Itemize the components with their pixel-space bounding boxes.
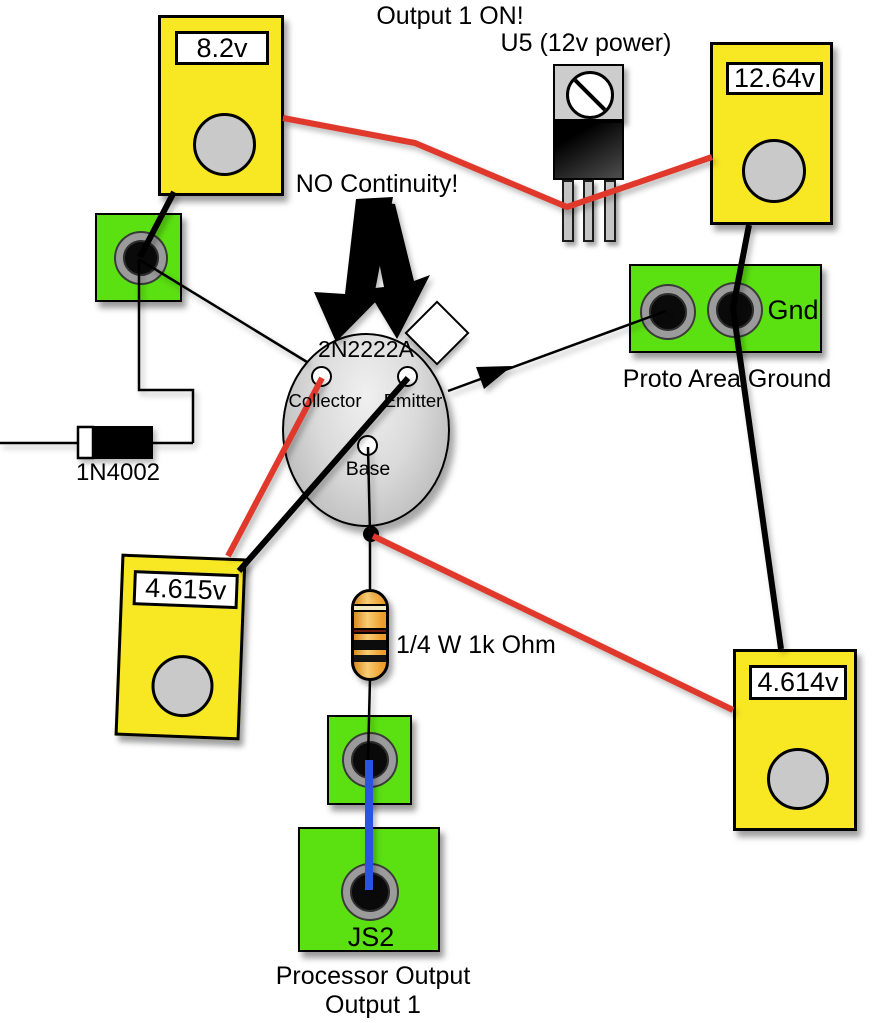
emitter-pin <box>397 366 418 387</box>
meter-reading: 12.64v <box>733 63 816 93</box>
jack-socket <box>116 233 166 283</box>
jack-socket-ground-right <box>709 284 761 336</box>
u5-mounting-hole-icon <box>566 71 614 119</box>
wire-red-base-junction <box>371 533 735 713</box>
jack-socket-ground-left <box>642 286 694 338</box>
diode-cathode-band <box>76 425 95 460</box>
resistor-value-label: 1/4 W 1k Ohm <box>396 631 556 659</box>
u5-leg <box>583 180 594 242</box>
multimeter-top-right: 12.64v <box>710 42 833 225</box>
meter-dial <box>150 653 215 719</box>
meter-display: 8.2v <box>175 31 269 65</box>
collector-label: Collector <box>288 390 362 411</box>
u5-leg <box>604 180 616 242</box>
js2-label: JS2 <box>347 922 395 952</box>
js2-panel: JS2 <box>298 827 440 952</box>
resistor-band <box>354 655 386 662</box>
junction-dot <box>363 526 379 542</box>
meter-reading: 8.2v <box>196 32 248 63</box>
multimeter-top-left: 8.2v <box>158 15 284 196</box>
transistor-name-label: 2N2222A <box>318 336 414 362</box>
u5-regulator-tab <box>553 64 624 121</box>
collector-pin <box>311 366 332 387</box>
processor-output-label: Processor Output <box>275 962 471 990</box>
proto-ground-panel: Gnd <box>629 264 822 353</box>
jack-panel-output <box>327 715 412 805</box>
no-continuity-label: NO Continuity! <box>295 170 459 198</box>
diode-1n4002-body <box>93 426 153 459</box>
multimeter-mid-left: 4.615v <box>114 553 247 741</box>
resistor-1k <box>351 589 389 681</box>
u5-regulator-body <box>553 121 624 180</box>
jack-panel-left <box>95 213 182 302</box>
output-1-label: Output 1 <box>325 991 421 1019</box>
meter-dial <box>767 748 829 810</box>
u5-name-label: U5 (12v power) <box>500 29 672 57</box>
gnd-label: Gnd <box>767 295 819 325</box>
meter-dial <box>193 113 256 176</box>
meter-reading: 4.614v <box>757 667 839 697</box>
u5-leg <box>562 180 574 242</box>
arrow-no-continuity-left-icon <box>314 197 393 342</box>
meter-dial <box>742 139 806 203</box>
meter-display: 12.64v <box>726 62 823 95</box>
jack-socket <box>344 734 396 786</box>
base-pin <box>357 435 378 456</box>
multimeter-bottom-right: 4.614v <box>733 649 857 831</box>
proto-area-ground-label: Proto Area Ground <box>622 365 832 393</box>
meter-reading: 4.615v <box>144 572 227 606</box>
base-label: Base <box>345 458 391 480</box>
resistor-band <box>354 640 386 650</box>
diode-name-label: 1N4002 <box>75 459 161 486</box>
meter-display: 4.615v <box>132 570 239 610</box>
resistor-band <box>354 604 386 612</box>
net-arrowhead-icon <box>476 366 512 389</box>
meter-display: 4.614v <box>749 665 847 700</box>
emitter-label: Emitter <box>383 390 443 411</box>
jack-socket-js2 <box>343 865 397 919</box>
output-status-label: Output 1 ON! <box>376 2 524 30</box>
resistor-band <box>354 628 386 634</box>
